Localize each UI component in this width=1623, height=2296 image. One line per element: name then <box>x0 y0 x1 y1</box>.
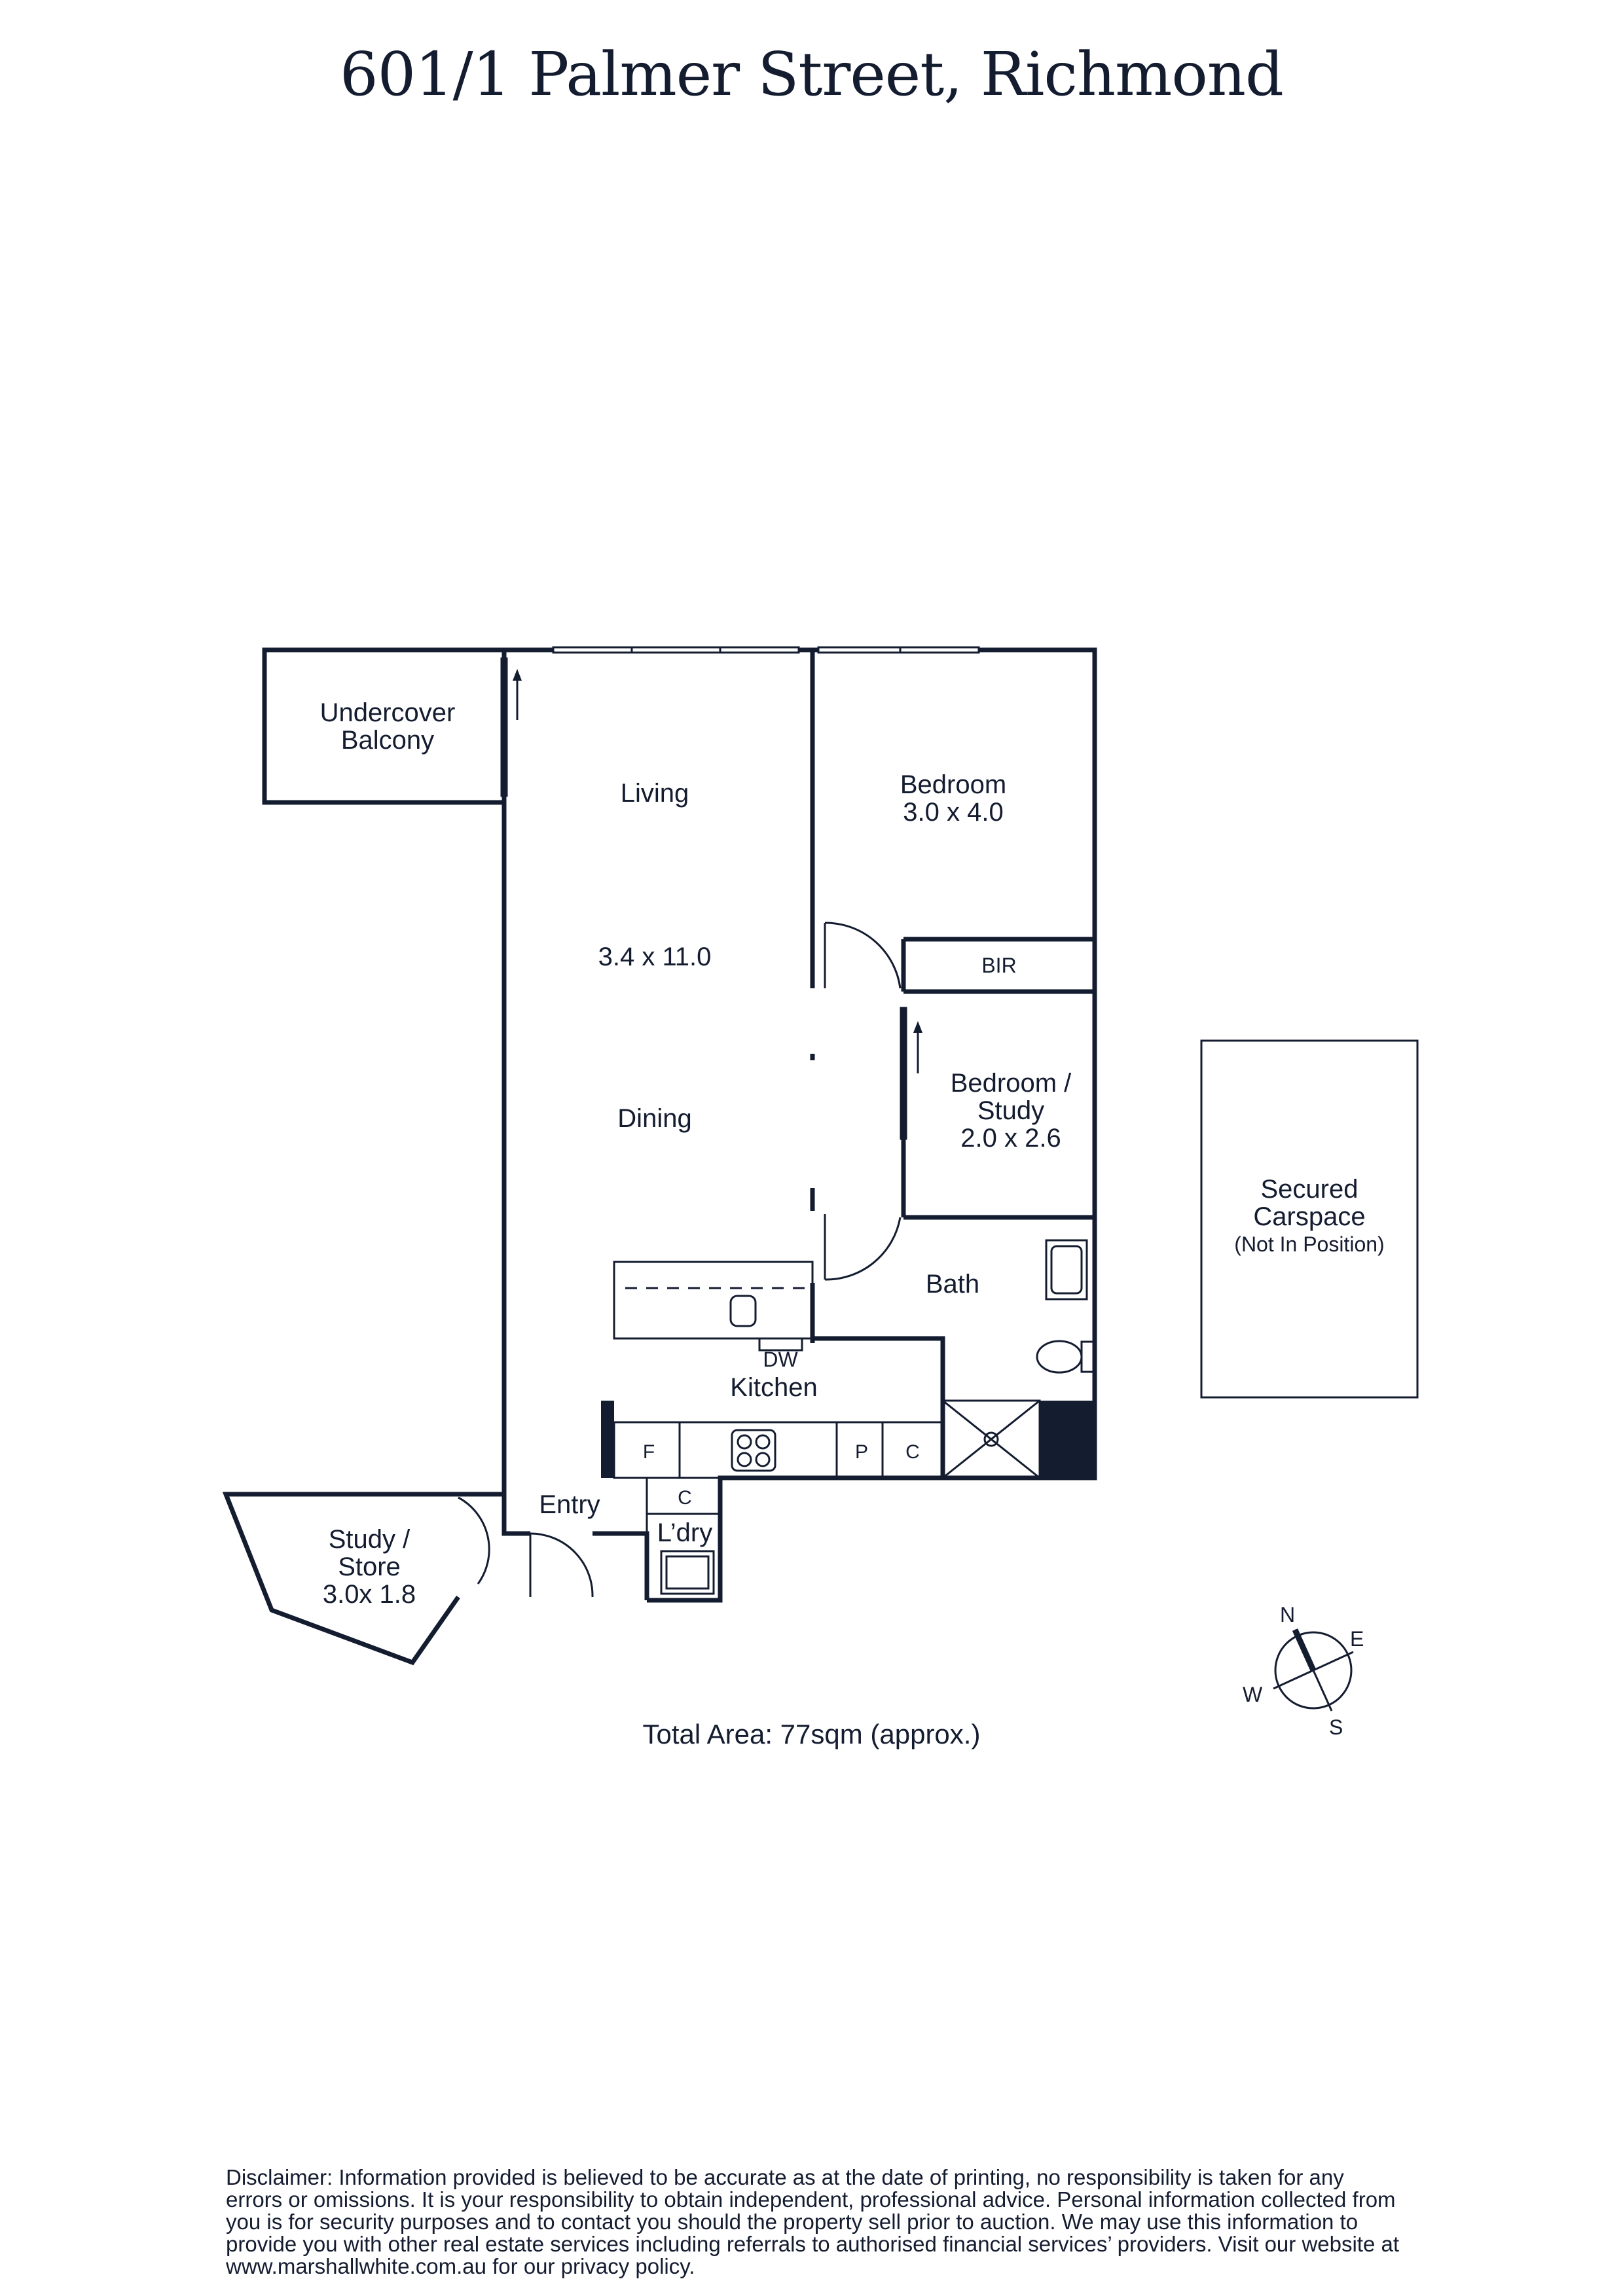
study-store-dims-label: 3.0x 1.8 <box>323 1580 416 1609</box>
carspace-label-2: Carspace <box>1253 1202 1365 1231</box>
compass-e: E <box>1350 1627 1364 1651</box>
living-dims-label: 3.4 x 11.0 <box>598 942 712 971</box>
bath-label: Bath <box>926 1270 979 1299</box>
fridge-label: F <box>643 1441 655 1463</box>
study-store-label-2: Store <box>338 1552 401 1581</box>
balcony-label-1: Undercover <box>320 698 456 727</box>
laundry-cupboard-label: C <box>678 1487 692 1509</box>
bedroom-study-label-1: Bedroom / <box>951 1069 1072 1098</box>
property-address-title: 601/1 Palmer Street, Richmond <box>340 39 1284 109</box>
kitchen-label: Kitchen <box>730 1373 817 1402</box>
pantry-label: P <box>855 1441 868 1463</box>
balcony-area <box>262 647 504 805</box>
study-store-label-1: Study / <box>329 1525 410 1554</box>
carspace-label-1: Secured <box>1261 1175 1359 1204</box>
compass-n: N <box>1280 1603 1295 1626</box>
entry-label: Entry <box>539 1490 600 1519</box>
compass-s: S <box>1329 1715 1343 1739</box>
dining-label: Dining <box>617 1104 691 1133</box>
cupboard-label: C <box>905 1441 920 1463</box>
carspace-outline <box>1200 1039 1419 1399</box>
carspace-note-label: (Not In Position) <box>1234 1232 1384 1256</box>
disclaimer-text: Disclaimer: Information provided is beli… <box>226 2165 1400 2278</box>
kitchen-bench <box>601 1401 944 1479</box>
room-labels: Undercover Balcony Living 3.4 x 11.0 Din… <box>320 698 1385 1609</box>
bedroom-study-label-2: Study <box>977 1096 1044 1125</box>
laundry-fixtures <box>646 1477 721 1595</box>
living-label: Living <box>621 779 689 808</box>
balcony-sliding-door <box>500 657 522 797</box>
bath-fixtures <box>941 1239 1096 1479</box>
bedroom-label: Bedroom <box>900 770 1006 799</box>
total-area: Total Area: 77sqm (approx.) <box>642 1719 981 1749</box>
laundry-label: L’dry <box>657 1518 713 1547</box>
top-windows <box>552 646 980 654</box>
study-store-area <box>222 1492 460 1666</box>
balcony-label-2: Balcony <box>341 726 434 755</box>
compass-icon: N E S W <box>1243 1603 1364 1739</box>
doors <box>458 922 922 1598</box>
bir-label: BIR <box>981 954 1016 977</box>
kitchen-island <box>613 1261 814 1352</box>
compass-w: W <box>1243 1683 1263 1706</box>
bedroom-study-dims-label: 2.0 x 2.6 <box>960 1124 1061 1153</box>
dw-label: DW <box>763 1348 798 1371</box>
bedroom-dims-label: 3.0 x 4.0 <box>903 798 1003 827</box>
